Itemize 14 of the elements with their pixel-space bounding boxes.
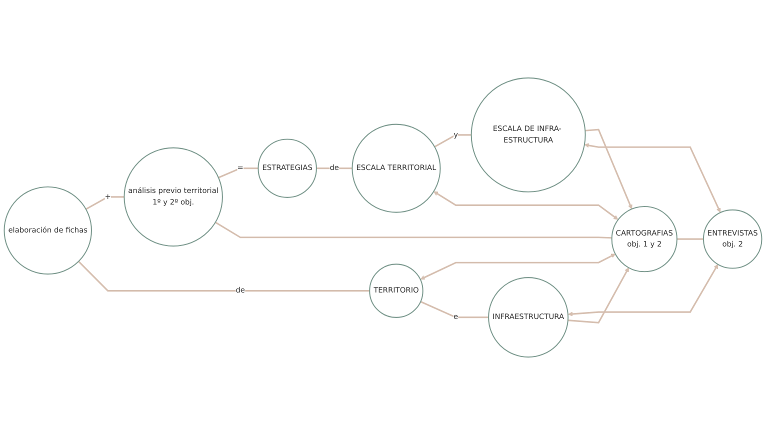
arrow	[584, 143, 721, 213]
arrow	[568, 264, 718, 316]
connector	[420, 300, 489, 318]
connector	[676, 238, 704, 240]
connector	[316, 168, 352, 170]
arrow	[585, 128, 632, 210]
connector	[434, 134, 472, 148]
connector	[78, 260, 370, 292]
connector	[214, 222, 612, 239]
arrow	[433, 191, 618, 220]
connector	[218, 168, 258, 178]
arrow	[420, 254, 616, 280]
connector	[86, 196, 124, 210]
arrow	[568, 267, 629, 324]
